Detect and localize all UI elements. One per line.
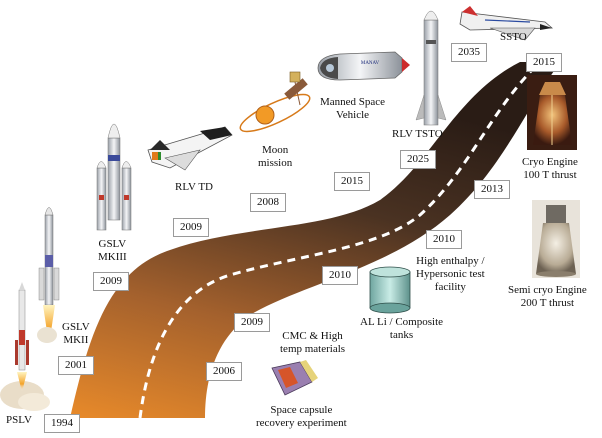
ssto-label: SSTO xyxy=(500,31,527,43)
rlv-td-shuttle-icon xyxy=(147,126,233,171)
cmc-year-badge: 2009 xyxy=(234,313,270,332)
capsule-year-badge: 2006 xyxy=(206,362,242,381)
cmc-label: CMC & High temp materials xyxy=(280,330,346,355)
manned-vehicle-label: Manned Space Vehicle xyxy=(320,96,386,121)
rlv-tsto-rocket-icon xyxy=(415,10,447,126)
semi-cryo-engine-label: Semi cryo Engine 200 T thrust xyxy=(508,284,587,309)
semi-cryo-year-badge: 2013 xyxy=(474,180,510,199)
moon-mission-satellite-icon xyxy=(239,71,311,133)
manned-vehicle-year-badge: 2015 xyxy=(334,172,370,191)
manned-space-vehicle-icon: MANAV xyxy=(317,51,410,81)
gslv-mk3-year-badge: 2009 xyxy=(93,272,129,291)
gslv-mk2-label: GSLV MKII xyxy=(62,321,90,346)
hypersonic-facility-label: High enthalpy / Hypersonic test facility xyxy=(416,255,485,293)
ssto-spaceplane-icon xyxy=(459,6,554,41)
cryo-engine-label: Cryo Engine 100 T thrust xyxy=(522,156,578,181)
rlv-tsto-label: RLV TSTO xyxy=(392,128,443,140)
al-li-label: AL Li / Composite tanks xyxy=(360,316,444,341)
al-li-year-badge: 2010 xyxy=(322,266,358,285)
gslv-mk3-label: GSLV MKIII xyxy=(98,238,127,263)
semi-cryo-engine-photo xyxy=(532,200,580,278)
capsule-label: Space capsule recovery experiment xyxy=(256,404,347,429)
gslv-mk3-rocket-icon xyxy=(96,123,132,231)
moon-mission-label: Moon mission xyxy=(258,144,293,169)
cryo-year-badge: 2015 xyxy=(526,53,562,72)
rlv-tsto-year-badge: 2025 xyxy=(400,150,436,169)
al-li-tank-icon xyxy=(369,266,411,314)
pslv-label: PSLV xyxy=(6,414,32,426)
moon-mission-year-badge: 2008 xyxy=(250,193,286,212)
rlv-td-label: RLV TD xyxy=(175,181,214,193)
ssto-year-badge: 2035 xyxy=(451,43,487,62)
space-capsule-icon xyxy=(271,360,318,396)
gslv-mk2-rocket-icon xyxy=(37,207,60,345)
gslv-mk2-year-badge: 2001 xyxy=(58,356,94,375)
pslv-year-badge: 1994 xyxy=(44,414,80,433)
roadmap-road xyxy=(70,62,560,418)
manav-marking: MANAV xyxy=(361,61,380,66)
road-center-line xyxy=(138,60,542,419)
cryo-engine-photo xyxy=(527,75,577,150)
rlv-td-year-badge: 2009 xyxy=(173,218,209,237)
hypersonic-year-badge: 2010 xyxy=(426,230,462,249)
pslv-rocket-icon xyxy=(0,282,50,411)
